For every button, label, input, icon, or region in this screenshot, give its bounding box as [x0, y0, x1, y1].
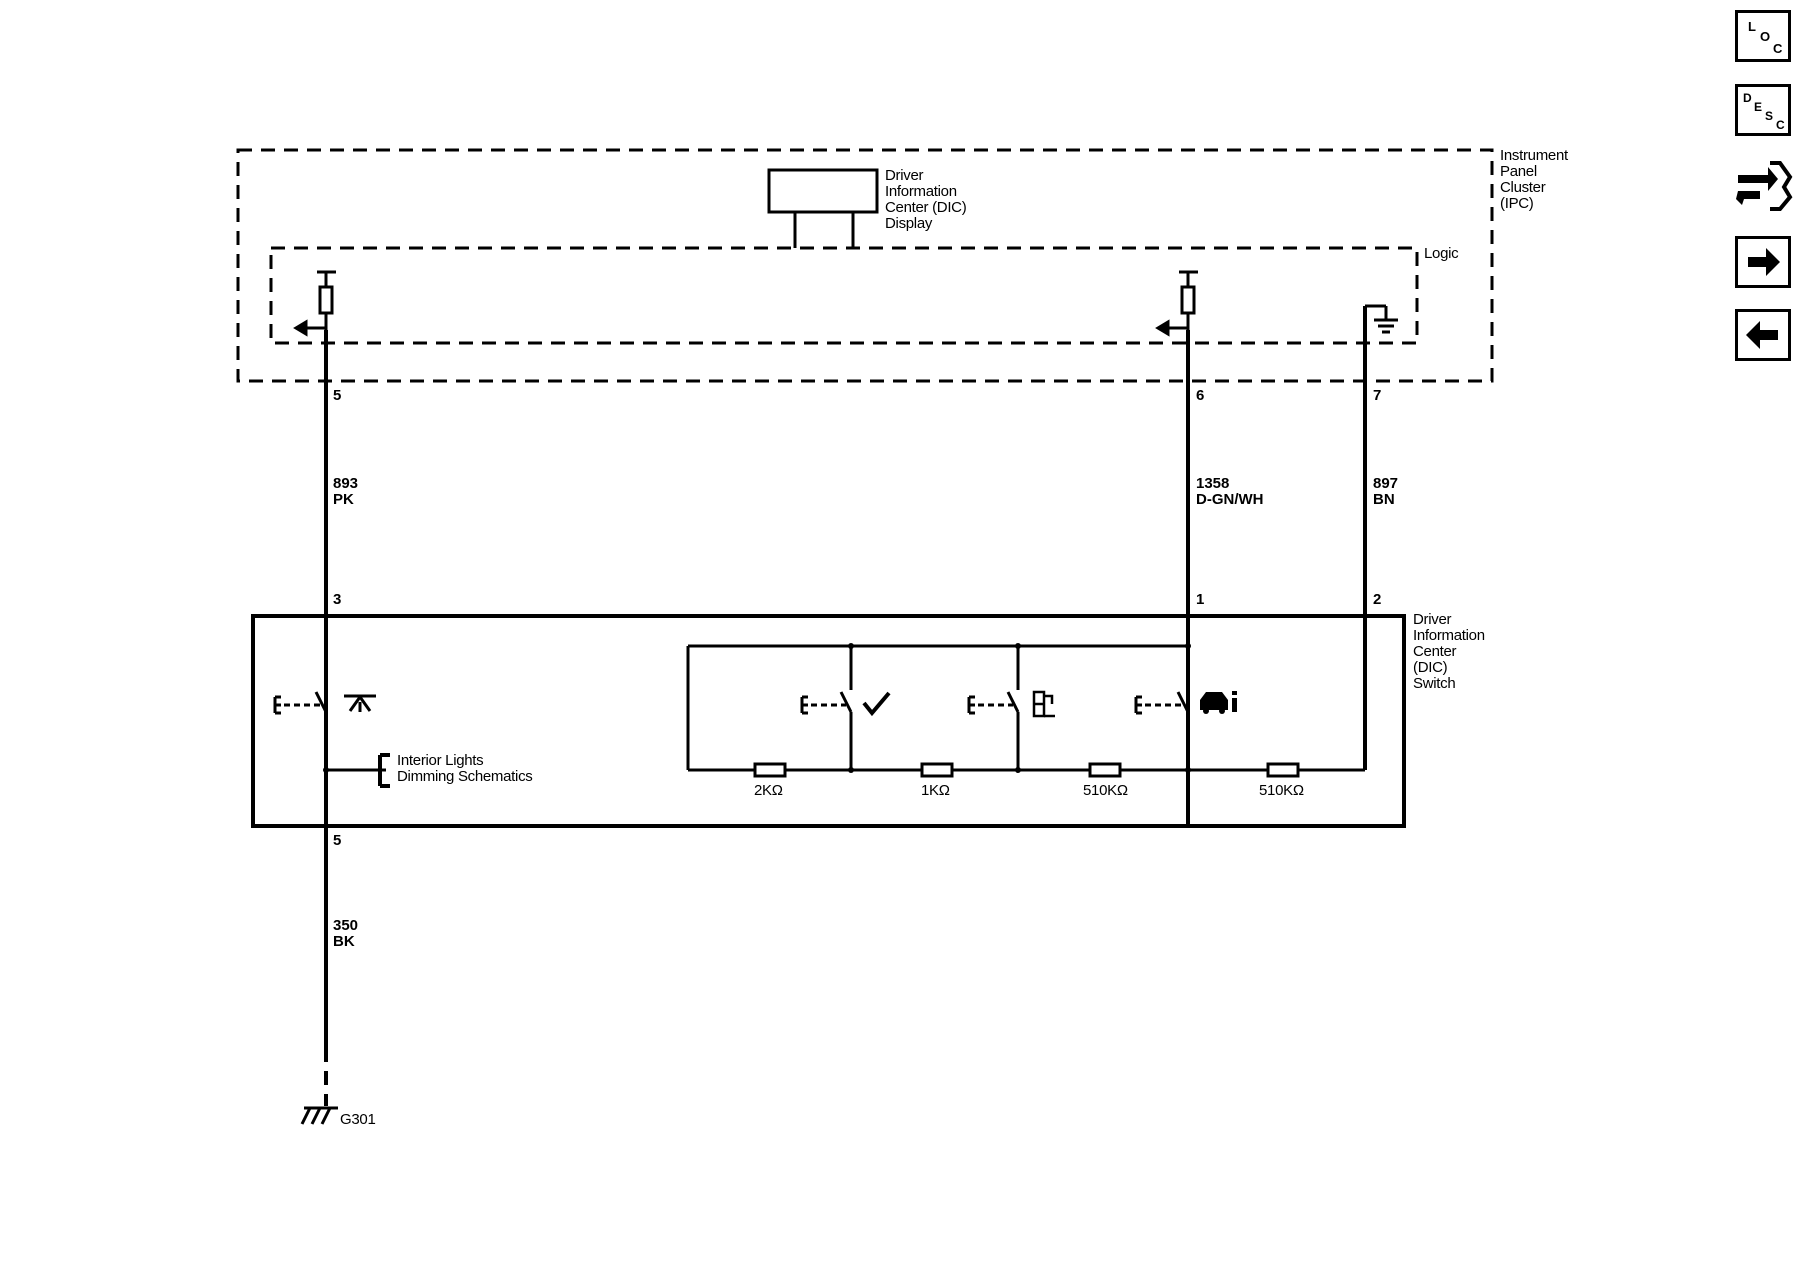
connector-icon	[1736, 161, 1793, 211]
next-page-button[interactable]	[1735, 236, 1791, 288]
loc-letter-3: C	[1773, 41, 1783, 56]
interior-light-icon	[344, 694, 376, 712]
pin-sw-1: 1	[1196, 591, 1204, 608]
interior-lights-connector	[378, 753, 390, 788]
dic-display-box	[767, 168, 879, 214]
arrow-left-icon	[1746, 321, 1778, 349]
pullup-resistor-right	[1155, 270, 1198, 337]
dic-switch-box	[251, 614, 1406, 828]
vehicle-info-icon	[1200, 691, 1237, 714]
resistor-label-510k-b: 510KΩ	[1259, 782, 1304, 799]
resistor-label-510k-a: 510KΩ	[1083, 782, 1128, 799]
desc-letter-2: E	[1754, 100, 1763, 114]
previous-page-button[interactable]	[1735, 309, 1791, 361]
pin-ipc-5: 5	[333, 387, 341, 404]
trip-fuel-icon	[1032, 690, 1055, 718]
pin-ipc-6: 6	[1196, 387, 1204, 404]
connector-end-view-button[interactable]	[1732, 155, 1794, 217]
resistor-ladder	[686, 644, 1365, 827]
logic-boundary	[269, 246, 1419, 345]
loc-letter-2: O	[1760, 29, 1771, 44]
loc-letter-1: L	[1748, 19, 1756, 34]
resistor-510k-a	[1088, 762, 1122, 778]
pin-ipc-7: 7	[1373, 387, 1381, 404]
ground-g301-icon	[300, 1106, 338, 1125]
resistor-1k	[920, 762, 954, 778]
switch-vehicle-info	[1134, 691, 1190, 715]
internal-ground-icon	[1365, 304, 1398, 334]
pullup-resistor-left	[293, 270, 336, 337]
location-button[interactable]: L O C	[1735, 10, 1791, 62]
switch-interior-lights	[273, 691, 328, 770]
pin-sw-5: 5	[333, 832, 341, 849]
resistor-510k-b	[1266, 762, 1300, 778]
switch-trip	[967, 646, 1020, 770]
switch-select	[800, 646, 853, 770]
logic-label: Logic	[1424, 245, 1459, 262]
resistor-label-1k: 1KΩ	[921, 782, 950, 799]
ground-label: G301	[340, 1111, 376, 1128]
resistor-label-2k: 2KΩ	[754, 782, 783, 799]
arrow-right-icon	[1748, 248, 1780, 276]
pin-sw-3: 3	[333, 591, 341, 608]
pin-sw-2: 2	[1373, 591, 1381, 608]
desc-letter-3: S	[1765, 109, 1774, 123]
desc-letter-4: C	[1776, 118, 1785, 132]
checkmark-icon	[862, 691, 891, 717]
resistor-2k	[753, 762, 787, 778]
description-button[interactable]: D E S C	[1735, 84, 1791, 136]
desc-letter-1: D	[1743, 91, 1752, 105]
ipc-boundary	[236, 148, 1494, 383]
